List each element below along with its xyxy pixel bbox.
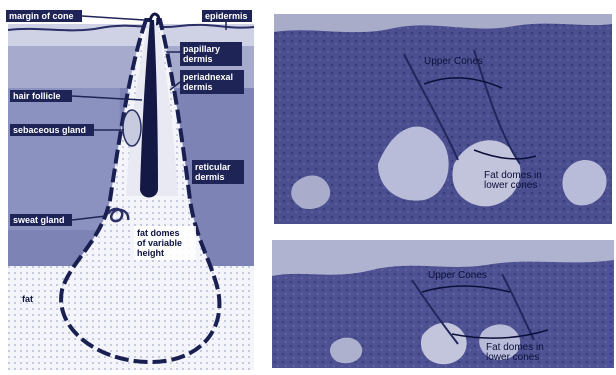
svg-text:fat: fat [22, 294, 33, 304]
label-margin-of-cone: margin of cone [6, 10, 144, 22]
svg-text:hair follicle: hair follicle [13, 91, 61, 101]
label-fat: fat [22, 294, 33, 304]
svg-text:sweat gland: sweat gland [13, 215, 65, 225]
svg-text:sebaceous gland: sebaceous gland [13, 125, 86, 135]
svg-text:margin of cone: margin of cone [9, 11, 74, 21]
upper-cones-label: Upper Cones [424, 56, 483, 67]
sebaceous-gland-shape [123, 110, 141, 146]
svg-text:epidermis: epidermis [205, 11, 248, 21]
upper-cones-label: Upper Cones [428, 270, 487, 281]
